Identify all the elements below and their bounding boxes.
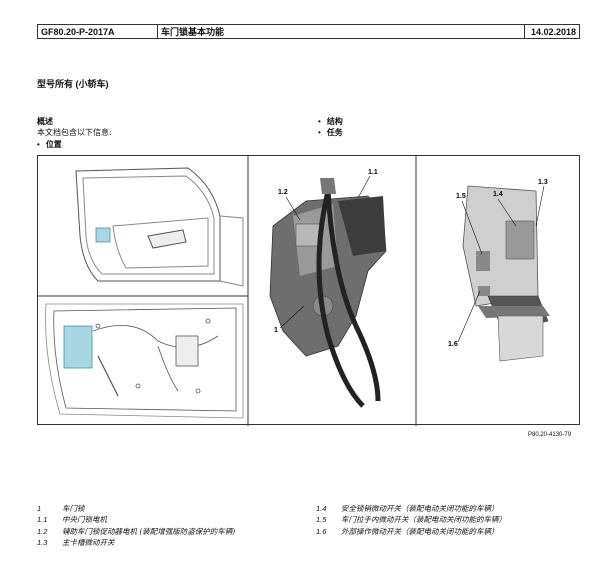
callout-1-6: 1.6: [448, 341, 458, 348]
figure-drawing: 1.1 1.2 1 1.3 1.4 1.5 1.6: [38, 156, 550, 426]
lock-highlight-marker: [63, 325, 93, 369]
doc-number: GF80.20-P-2017A: [38, 25, 158, 38]
doc-title: 车门锁基本功能: [158, 25, 525, 38]
callout-1: 1: [274, 327, 278, 334]
bullet-dot: •: [37, 140, 40, 149]
callout-1-4: 1.4: [493, 191, 503, 198]
door-outline-icon: [75, 167, 244, 287]
bullet-dot: •: [318, 128, 321, 137]
microswitch-unit-icon: [462, 185, 550, 362]
bullet-location: •位置: [37, 140, 62, 149]
door-inner-mechanism-icon: [45, 303, 244, 419]
callout-1-3: 1.3: [538, 179, 548, 186]
bullet-dot: •: [318, 117, 321, 126]
overview-intro: 本文档包含以下信息:: [37, 128, 112, 137]
callout-1-5: 1.5: [456, 193, 466, 200]
lock-location-marker: [95, 227, 111, 243]
bullet-structure: •结构: [318, 117, 343, 126]
bullet-task: •任务: [318, 128, 343, 137]
applies-to: 型号所有 (小轿车): [37, 79, 109, 89]
callout-1-2: 1.2: [278, 189, 288, 196]
callout-1-1: 1.1: [368, 169, 378, 176]
doc-date: 14.02.2018: [530, 26, 576, 37]
document-header: GF80.20-P-2017A 车门锁基本功能 14.02.2018: [37, 24, 580, 39]
overview-title: 概述: [37, 117, 53, 126]
figure-reference: P80.20-4130-79: [528, 432, 572, 438]
door-lock-assembly-icon: [269, 178, 387, 408]
door-lock-figure: 1.1 1.2 1 1.3 1.4 1.5 1.6: [37, 155, 580, 426]
